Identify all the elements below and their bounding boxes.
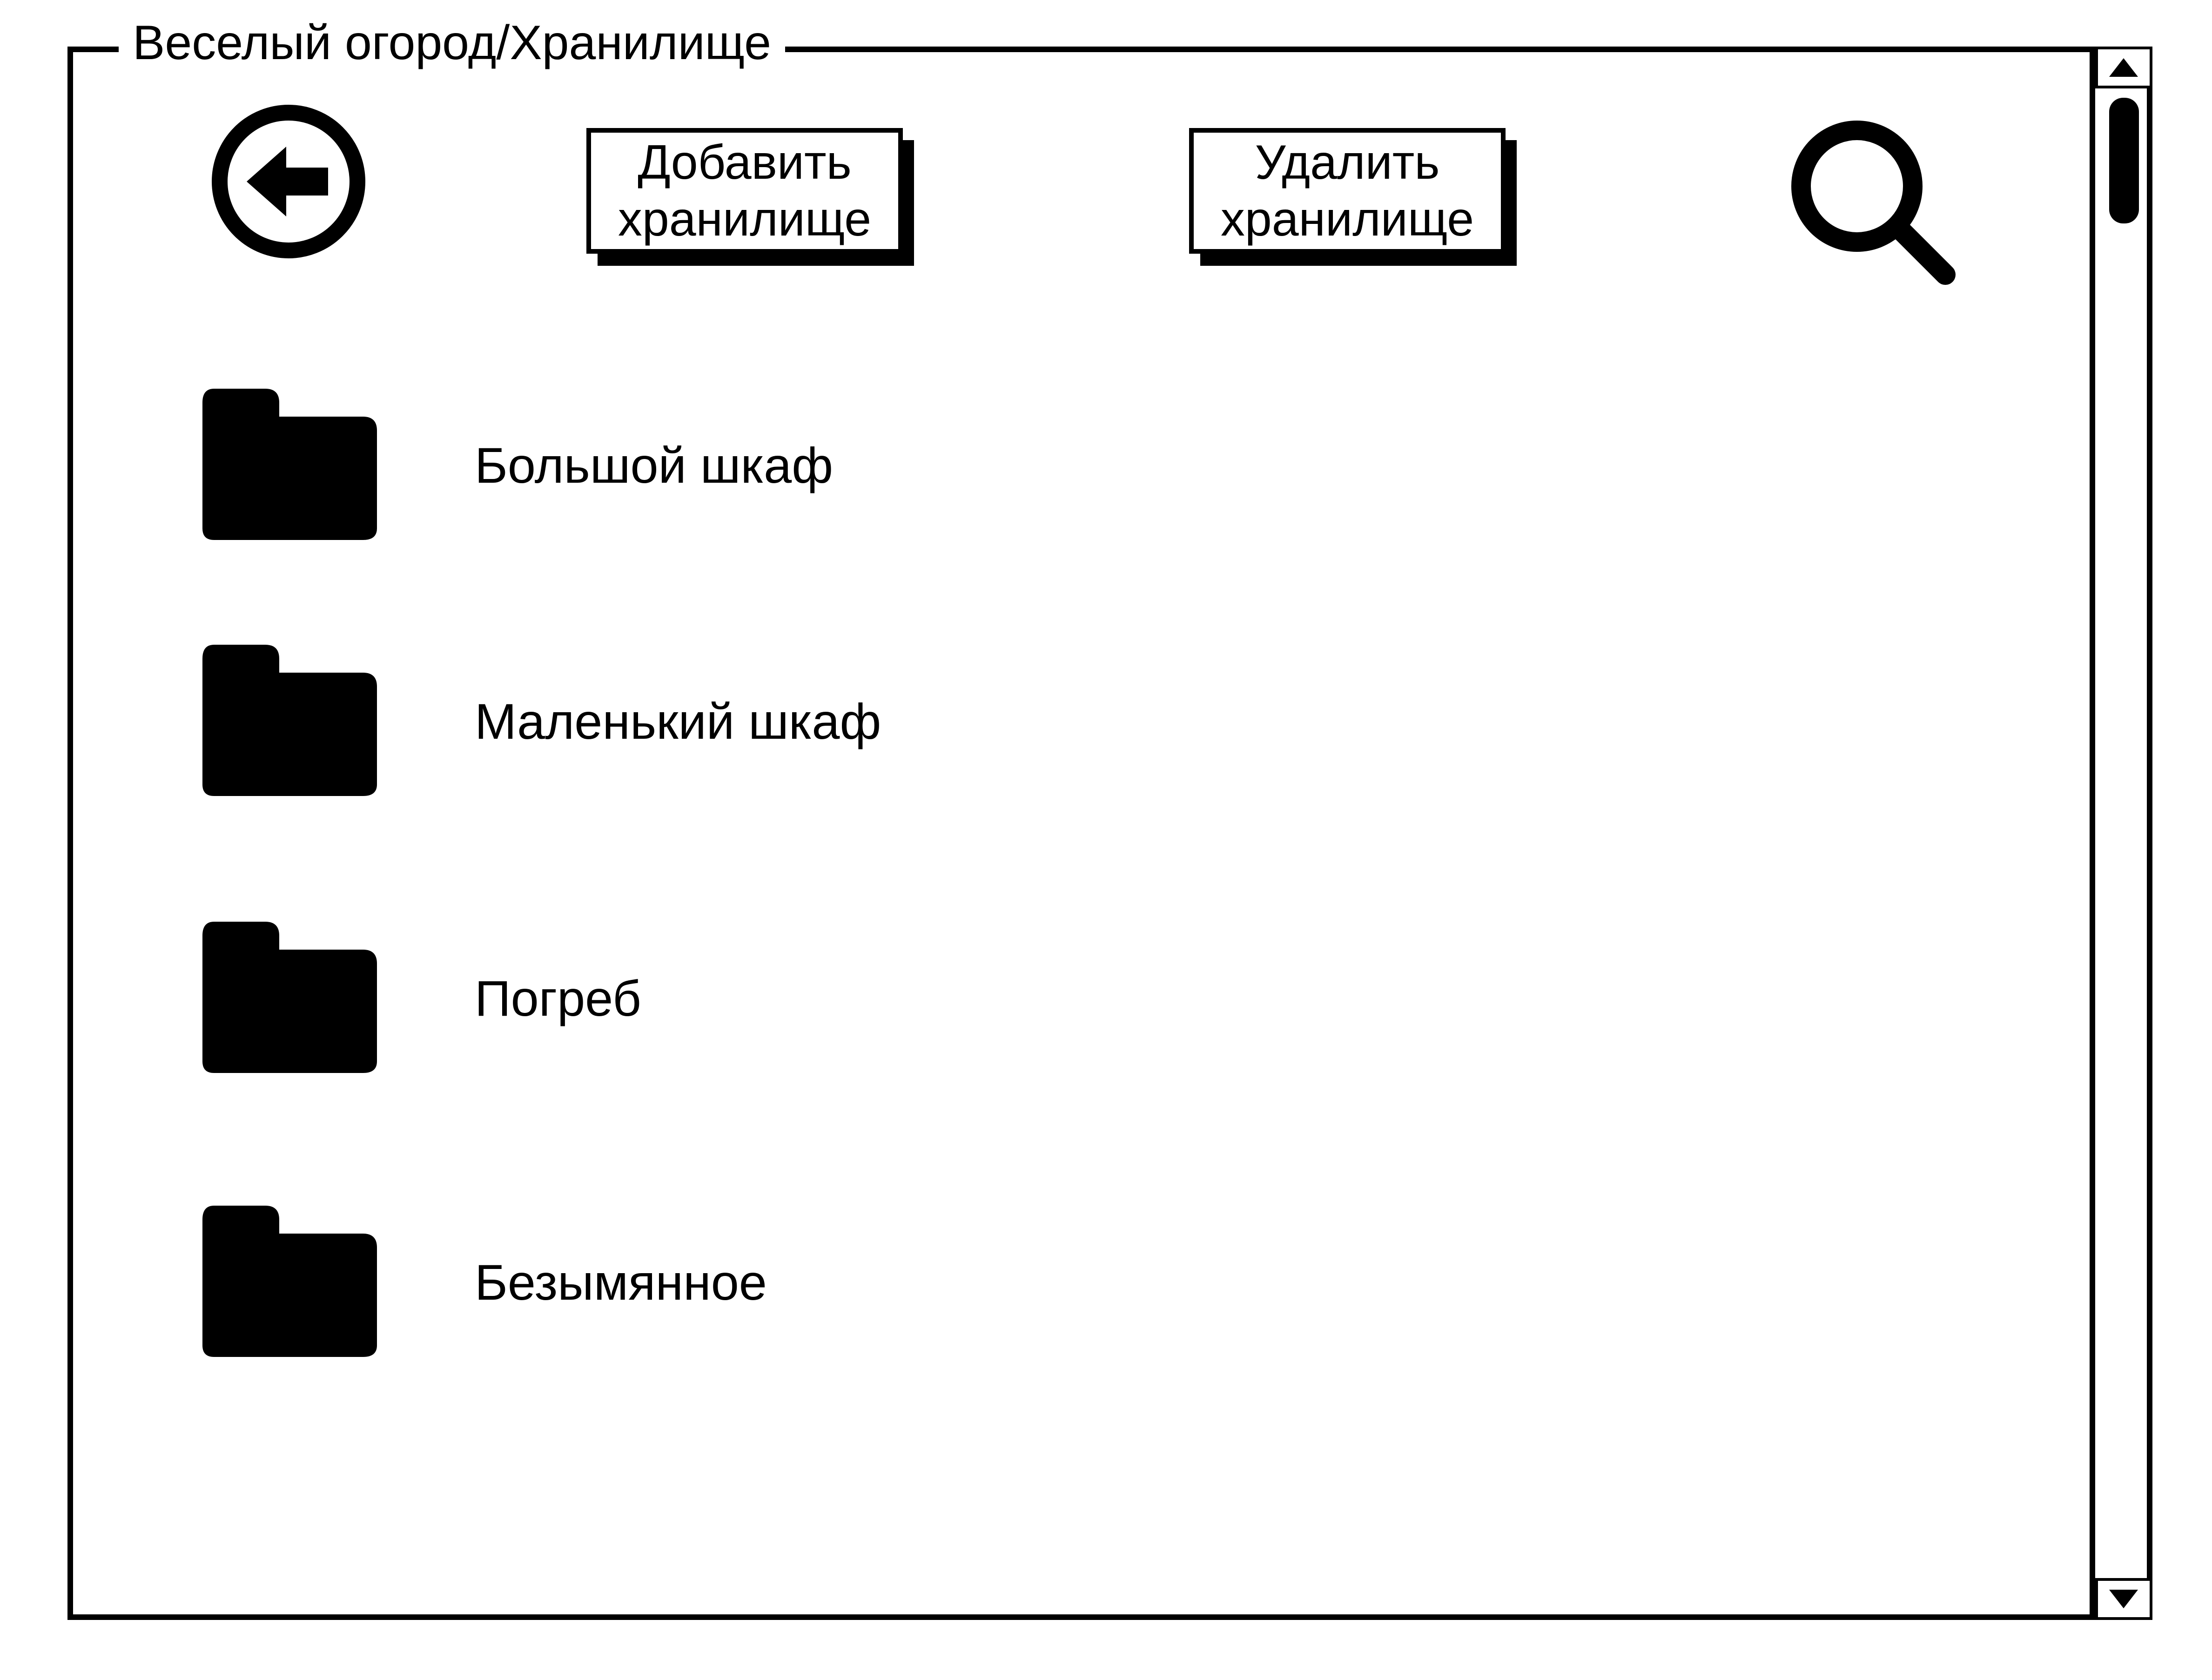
storage-item-label: Большой шкаф: [475, 437, 834, 493]
add-storage-label-line2: хранилище: [618, 192, 872, 246]
scroll-up-arrow-icon[interactable]: [2095, 47, 2152, 88]
vertical-scrollbar[interactable]: [2090, 47, 2152, 1620]
storage-item-big-cabinet[interactable]: Большой шкаф: [200, 389, 1131, 542]
storage-item-label: Маленький шкаф: [475, 693, 881, 749]
scroll-thumb[interactable]: [2109, 98, 2139, 223]
folder-icon: [202, 389, 377, 540]
scroll-down-arrow-icon[interactable]: [2095, 1578, 2152, 1620]
add-storage-button[interactable]: Добавить хранилище: [586, 128, 903, 254]
delete-storage-label-line2: хранилище: [1220, 192, 1474, 246]
storage-item-label: Безымянное: [475, 1254, 767, 1310]
storage-item-small-cabinet[interactable]: Маленький шкаф: [200, 645, 1131, 798]
search-icon[interactable]: [1782, 112, 1969, 298]
delete-storage-label-line1: Удалить: [1255, 135, 1440, 189]
window-title: Веселый огород/Хранилище: [119, 10, 785, 75]
folder-icon: [202, 645, 377, 796]
storage-item-label: Погреб: [475, 970, 641, 1026]
back-arrow-circle-icon[interactable]: [209, 102, 368, 261]
storage-window: [67, 47, 2152, 1620]
folder-icon: [202, 1206, 377, 1357]
storage-item-cellar[interactable]: Погреб: [200, 922, 1131, 1075]
folder-icon: [202, 922, 377, 1073]
delete-storage-button[interactable]: Удалить хранилище: [1189, 128, 1506, 254]
add-storage-label-line1: Добавить: [638, 135, 852, 189]
storage-item-unnamed[interactable]: Безымянное: [200, 1206, 1131, 1359]
